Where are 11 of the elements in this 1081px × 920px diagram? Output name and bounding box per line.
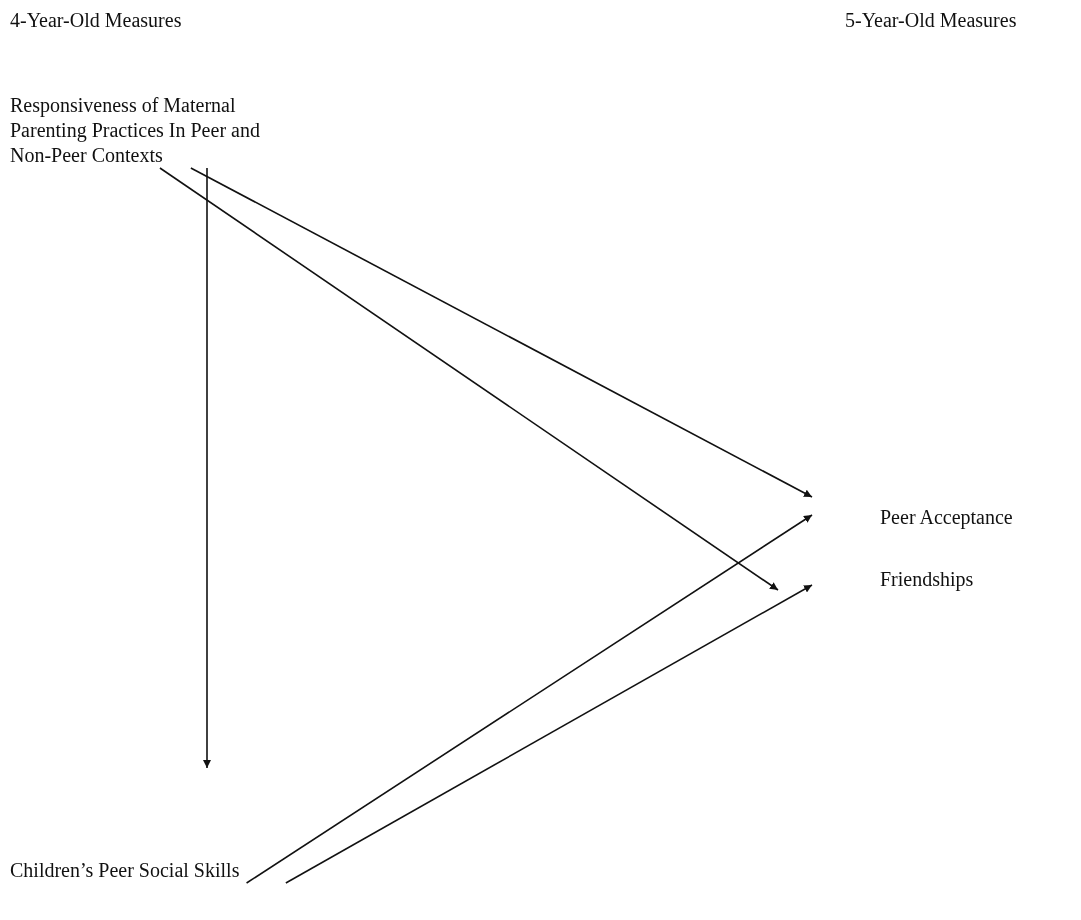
node-label: Children’s Peer Social Skills <box>10 858 340 883</box>
arrow <box>190 167 813 498</box>
arrow <box>245 514 813 884</box>
column-heading: 5-Year-Old Measures <box>845 8 1017 33</box>
node-label: Peer Acceptance <box>880 505 1080 530</box>
column-heading: 4-Year-Old Measures <box>10 8 182 33</box>
arrow <box>203 167 211 769</box>
arrow <box>285 584 813 884</box>
node-label: Friendships <box>880 567 1080 592</box>
node-label: Responsiveness of Maternal Parenting Practices In Peer and Non-Peer Contexts <box>10 93 300 168</box>
arrow <box>159 167 779 591</box>
